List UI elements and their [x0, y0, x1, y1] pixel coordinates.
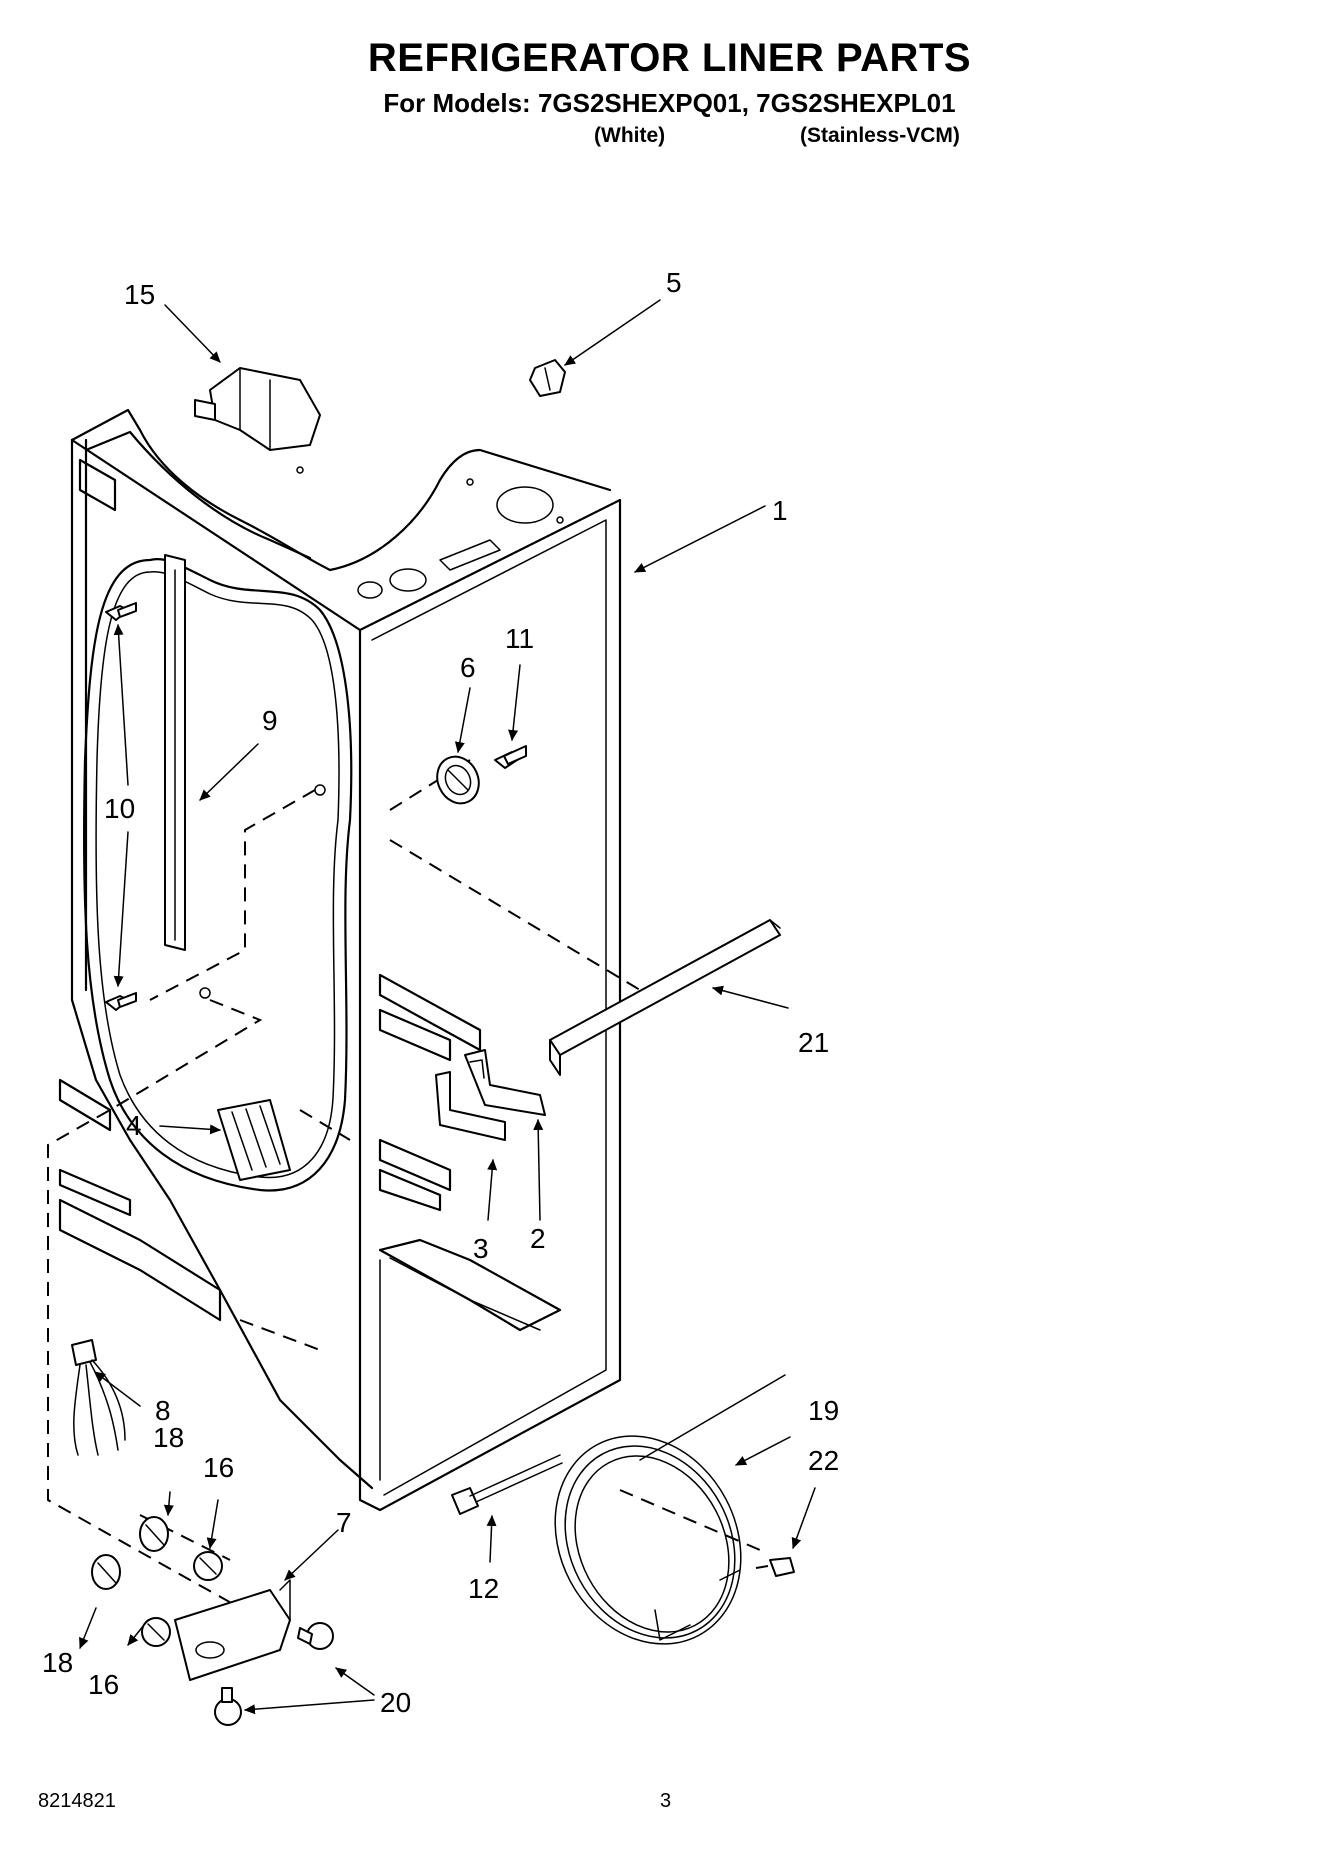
callout-15: 15 [124, 279, 155, 310]
page-number: 3 [660, 1790, 672, 1812]
refrigerator-liner [58, 408, 622, 1512]
callout-20: 20 [380, 1687, 411, 1718]
bracket-3 [435, 1071, 506, 1141]
cable-tie-12 [451, 1454, 563, 1515]
control-housing [194, 367, 321, 451]
bracket-2 [464, 1049, 546, 1116]
socket-16-upper [193, 1551, 223, 1581]
callout-22: 22 [808, 1445, 839, 1476]
screw-22 [755, 1557, 795, 1577]
socket-18-lower [91, 1554, 121, 1590]
variant-stainless-label: (Stainless-VCM) [800, 124, 960, 147]
screw-11 [494, 745, 527, 769]
callout-10: 10 [104, 793, 135, 824]
damper-knob [436, 755, 480, 805]
callout-21: 21 [798, 1027, 829, 1058]
callout-16-lower: 16 [88, 1669, 119, 1700]
callout-19: 19 [808, 1395, 839, 1426]
bracket-21 [549, 919, 781, 1076]
callout-7: 7 [336, 1507, 352, 1538]
socket-18-upper [139, 1516, 169, 1552]
callout-18-lower: 18 [42, 1647, 73, 1678]
callout-2: 2 [530, 1223, 546, 1254]
callout-4: 4 [126, 1110, 142, 1141]
light-bulb-20-upper [297, 1622, 334, 1650]
document-number: 8214821 [38, 1790, 116, 1812]
variant-white-label: (White) [594, 124, 666, 147]
callout-9: 9 [262, 705, 278, 736]
tubing-coil-19 [554, 1374, 786, 1645]
wire-harness [71, 1339, 126, 1456]
socket-16-lower [141, 1617, 171, 1647]
callout-18-upper: 18 [153, 1422, 184, 1453]
callout-3: 3 [473, 1233, 489, 1264]
callout-12: 12 [468, 1573, 499, 1604]
mount-plate-4 [217, 1099, 291, 1181]
light-housing-7 [174, 1579, 291, 1681]
callout-1: 1 [772, 495, 788, 526]
callout-6: 6 [460, 652, 476, 683]
callout-8: 8 [155, 1395, 171, 1426]
light-bulb-20-lower [214, 1687, 242, 1726]
callout-5: 5 [666, 267, 682, 298]
callout-11: 11 [505, 623, 534, 654]
assembly-guide-lines [47, 759, 761, 1631]
clip-part [529, 359, 566, 397]
leader-lines [79, 299, 816, 1715]
page-title: REFRIGERATOR LINER PARTS [367, 36, 972, 80]
callout-16-upper: 16 [203, 1452, 234, 1483]
models-subtitle: For Models: 7GS2SHEXPQ01, 7GS2SHEXPL01 [383, 88, 956, 118]
screws-10 [105, 602, 326, 1011]
